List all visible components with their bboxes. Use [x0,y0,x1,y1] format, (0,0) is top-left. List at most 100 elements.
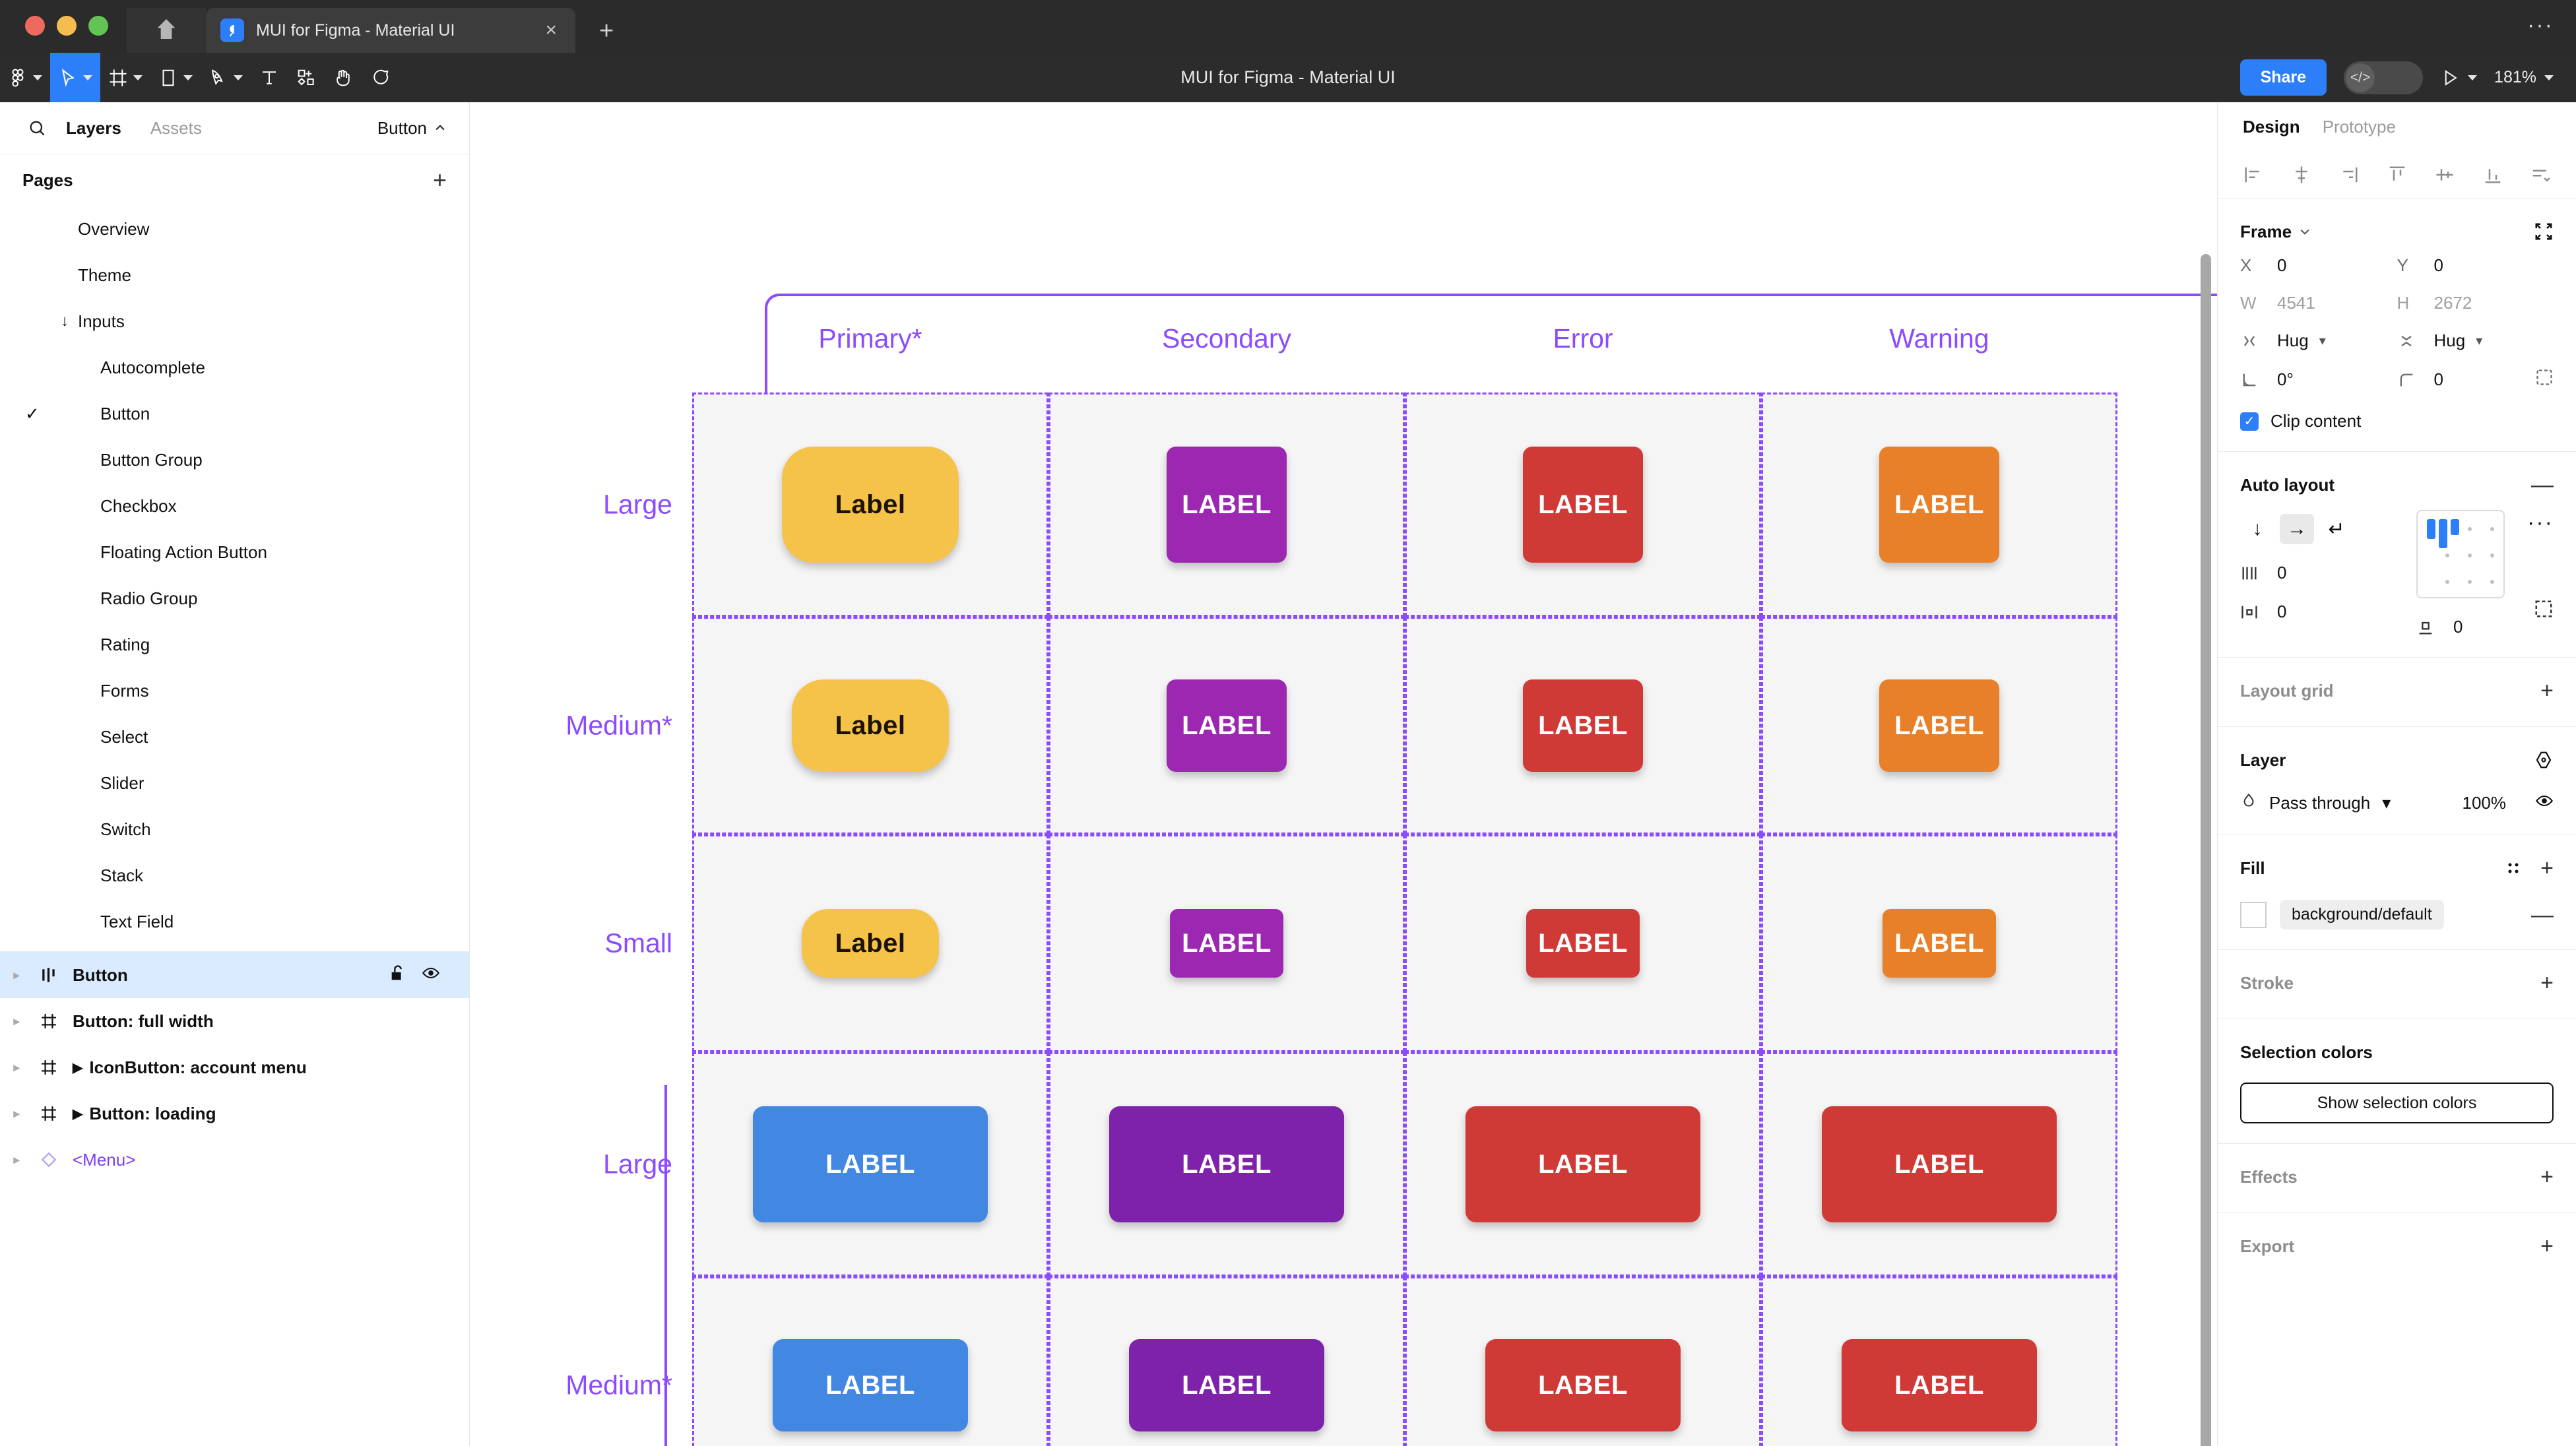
auto-layout-padding-h-field[interactable]: 0 [2240,602,2394,622]
auto-layout-wrap-button[interactable]: ↵ [2328,518,2345,540]
auto-layout-more-options-button[interactable]: ··· [2527,510,2554,535]
rotation-field[interactable]: 0° [2240,368,2397,391]
layer-opacity-value[interactable]: 100% [2462,793,2507,813]
align-horizontal-center-icon[interactable] [2288,162,2315,188]
tab-assets[interactable]: Assets [150,117,202,138]
add-effect-button[interactable]: + [2540,1164,2554,1189]
page-item-rating[interactable]: Rating [0,621,469,668]
frame-h-field[interactable]: H 2672 [2397,293,2554,313]
dev-mode-toggle[interactable]: </> [2344,61,2424,94]
mui-button[interactable]: LABEL [1109,1106,1344,1222]
mui-button[interactable]: LABEL [1523,679,1643,772]
new-tab-button[interactable]: + [599,17,614,45]
mui-button[interactable]: LABEL [1526,909,1640,978]
mui-button[interactable]: LABEL [1129,1339,1324,1431]
align-bottom-icon[interactable] [2480,162,2506,188]
add-page-button[interactable]: + [432,166,447,193]
page-item-theme[interactable]: Theme [0,252,469,298]
align-vertical-center-icon[interactable] [2431,162,2458,188]
chevron-down-icon[interactable]: ▾ [2319,334,2326,348]
disclosure-triangle-icon[interactable]: ▸ [13,1014,20,1028]
frame-x-field[interactable]: X 0 [2240,255,2397,276]
page-item-floating-action-button[interactable]: Floating Action Button [0,529,469,575]
disclosure-triangle-icon[interactable]: ▸ [13,1152,20,1166]
page-item-stack[interactable]: Stack [0,852,469,898]
mui-button[interactable]: Label [792,679,949,772]
shape-tool-icon[interactable] [150,53,201,102]
frame-y-field[interactable]: Y 0 [2397,255,2554,276]
page-item-radio-group[interactable]: Radio Group [0,575,469,621]
figma-menu-icon[interactable] [0,53,50,102]
mui-button[interactable]: LABEL [1167,447,1287,563]
page-item-checkbox[interactable]: Checkbox [0,483,469,529]
align-top-icon[interactable] [2384,162,2410,188]
layer-item-iconbutton-account-menu[interactable]: ▸▶IconButton: account menu [0,1044,469,1090]
canvas-vertical-scrollbar[interactable] [2201,254,2211,1446]
tab-prototype[interactable]: Prototype [2322,116,2396,137]
tab-layers[interactable]: Layers [66,117,121,138]
fill-token-label[interactable]: background/default [2280,900,2444,929]
individual-padding-icon[interactable] [2534,599,2554,622]
layer-item-menu[interactable]: ▸<Menu> [0,1137,469,1183]
auto-layout-horizontal-button[interactable]: → [2280,514,2314,544]
window-menu-icon[interactable]: ··· [2527,13,2554,38]
add-layout-grid-button[interactable]: + [2540,678,2554,703]
page-item-select[interactable]: Select [0,714,469,760]
clip-content-checkbox[interactable]: ✓ [2240,412,2259,431]
mui-button[interactable]: LABEL [1879,447,1999,563]
fill-styles-icon[interactable] [2503,858,2523,878]
page-item-button[interactable]: ✓Button [0,391,469,437]
mui-button[interactable]: Label [782,447,959,563]
chevron-down-icon[interactable] [2468,75,2478,80]
layer-item-button-full-width[interactable]: ▸Button: full width [0,998,469,1044]
tab-design[interactable]: Design [2243,116,2300,137]
align-left-icon[interactable] [2240,162,2267,188]
chevron-down-icon[interactable] [133,75,143,80]
frame-tool-icon[interactable] [100,53,150,102]
chevron-down-icon[interactable] [183,75,193,80]
mui-button[interactable]: LABEL [1883,909,1996,978]
expand-arrow-icon[interactable]: ▶ [73,1106,83,1121]
fill-swatch[interactable] [2240,901,2267,928]
chevron-down-icon[interactable] [2298,225,2311,238]
page-item-text-field[interactable]: Text Field [0,898,469,945]
add-fill-button[interactable]: + [2540,856,2554,881]
mui-button[interactable]: LABEL [753,1106,988,1222]
independent-corners-icon[interactable] [2535,368,2554,391]
hand-tool-icon[interactable] [325,53,362,102]
auto-layout-padding-v-field[interactable]: 0 [2416,617,2505,637]
auto-layout-gap-field[interactable]: 0 [2240,563,2394,583]
browser-tab-active[interactable]: MUI for Figma - Material UI × [206,8,575,53]
show-selection-colors-button[interactable]: Show selection colors [2240,1083,2554,1123]
page-item-overview[interactable]: Overview [0,206,469,252]
page-item-switch[interactable]: Switch [0,806,469,852]
auto-layout-vertical-button[interactable]: ↓ [2252,518,2263,540]
expand-arrow-icon[interactable]: ▶ [73,1060,83,1075]
horizontal-resizing-select[interactable]: Hug ▾ [2240,330,2397,351]
component-selector[interactable]: Button [377,118,447,139]
add-export-button[interactable]: + [2540,1234,2554,1259]
layer-item-button-loading[interactable]: ▸▶Button: loading [0,1090,469,1137]
text-tool-icon[interactable] [251,53,288,102]
page-item-slider[interactable]: Slider [0,760,469,806]
zoom-control[interactable]: 181% [2494,68,2554,87]
mui-button[interactable]: LABEL [1523,447,1643,563]
comment-tool-icon[interactable] [362,53,399,102]
chevron-down-icon[interactable]: ▾ [2476,334,2483,348]
chevron-down-icon[interactable] [2544,75,2554,80]
move-tool-icon[interactable] [50,53,100,102]
search-icon[interactable] [22,113,51,142]
corner-radius-field[interactable]: 0 [2397,368,2554,391]
layer-item-button[interactable]: ▸Button [0,952,469,998]
unlock-icon[interactable] [389,964,407,987]
chevron-down-icon[interactable] [33,75,42,80]
clip-content-row[interactable]: ✓ Clip content [2240,411,2554,431]
mui-button[interactable]: LABEL [1167,679,1287,772]
chevron-down-icon[interactable]: ▾ [2382,793,2391,813]
pen-tool-icon[interactable] [201,53,251,102]
design-canvas[interactable]: Contained Primary*SecondaryErrorWarningL… [470,102,2217,1446]
fill-row[interactable]: background/default — [2240,900,2554,929]
mui-button[interactable]: LABEL [1822,1106,2057,1222]
mui-button[interactable]: Label [802,909,939,978]
close-tab-icon[interactable]: × [545,19,557,41]
